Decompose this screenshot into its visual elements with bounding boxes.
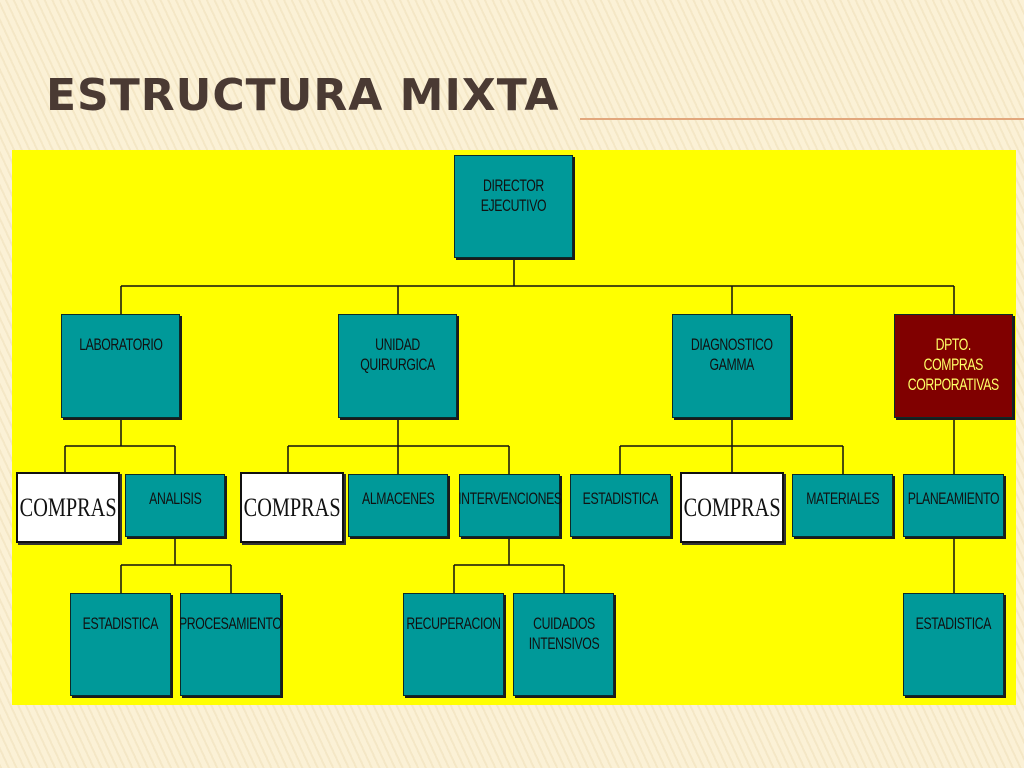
compras-unidad-quirurgica-label: COMPRAS (243, 492, 341, 522)
estadistica-analisis-label: ESTADISTICA (82, 614, 159, 633)
analisis-label: ANALISIS (148, 489, 202, 508)
diagnostico-gamma-label: DIAGNOSTICO GAMMA (690, 335, 773, 374)
dpto-compras-corporativas-label: DPTO. COMPRAS CORPORATIVAS (907, 335, 1000, 394)
almacenes-box: ALMACENES (348, 474, 448, 537)
recuperacion-box: RECUPERACION (403, 593, 504, 696)
estadistica-analisis-box: ESTADISTICA (70, 593, 171, 696)
materiales-label: MATERIALES (805, 489, 880, 508)
cuidados-intensivos-box: CUIDADOS INTENSIVOS (513, 593, 614, 696)
intervenciones-box: INTERVENCIONES (457, 474, 562, 537)
slide-title: ESTRUCTURA MIXTA (46, 70, 560, 121)
cuidados-intensivos-label: CUIDADOS INTENSIVOS (528, 614, 599, 653)
planeamiento-label: PLANEAMIENTO (907, 489, 1000, 508)
procesamiento-box: PROCESAMIENTO (179, 593, 282, 696)
compras-laboratorio-label: COMPRAS (19, 492, 117, 522)
intervenciones-label: INTERVENCIONES (457, 489, 562, 508)
dpto-compras-corporativas-box: DPTO. COMPRAS CORPORATIVAS (894, 314, 1013, 418)
org-chart: DIRECTOR EJECUTIVO LABORATORIO UNIDAD QU… (12, 150, 1016, 705)
estadistica-planeamiento-label: ESTADISTICA (915, 614, 992, 633)
planeamiento-box: PLANEAMIENTO (903, 474, 1004, 537)
compras-laboratorio-box: COMPRAS (16, 472, 120, 543)
laboratorio-label: LABORATORIO (78, 335, 163, 354)
recuperacion-label: RECUPERACION (406, 614, 501, 633)
compras-diagnostico-label: COMPRAS (683, 492, 781, 522)
estadistica-planeamiento-box: ESTADISTICA (903, 593, 1004, 696)
director-ejecutivo-box: DIRECTOR EJECUTIVO (454, 155, 573, 258)
compras-unidad-quirurgica-box: COMPRAS (240, 472, 344, 543)
unidad-quirurgica-label: UNIDAD QUIRURGICA (360, 335, 435, 374)
procesamiento-label: PROCESAMIENTO (179, 614, 282, 633)
almacenes-label: ALMACENES (361, 489, 435, 508)
analisis-box: ANALISIS (125, 474, 225, 537)
title-divider (580, 118, 1024, 120)
director-ejecutivo-label: DIRECTOR EJECUTIVO (480, 176, 547, 215)
estadistica-diagnostico-box: ESTADISTICA (570, 474, 671, 537)
compras-diagnostico-box: COMPRAS (680, 472, 784, 543)
unidad-quirurgica-box: UNIDAD QUIRURGICA (338, 314, 457, 418)
materiales-box: MATERIALES (792, 474, 893, 537)
laboratorio-box: LABORATORIO (61, 314, 180, 418)
diagnostico-gamma-box: DIAGNOSTICO GAMMA (672, 314, 791, 418)
org-chart-connectors (64, 258, 955, 593)
estadistica-diagnostico-label: ESTADISTICA (582, 489, 659, 508)
